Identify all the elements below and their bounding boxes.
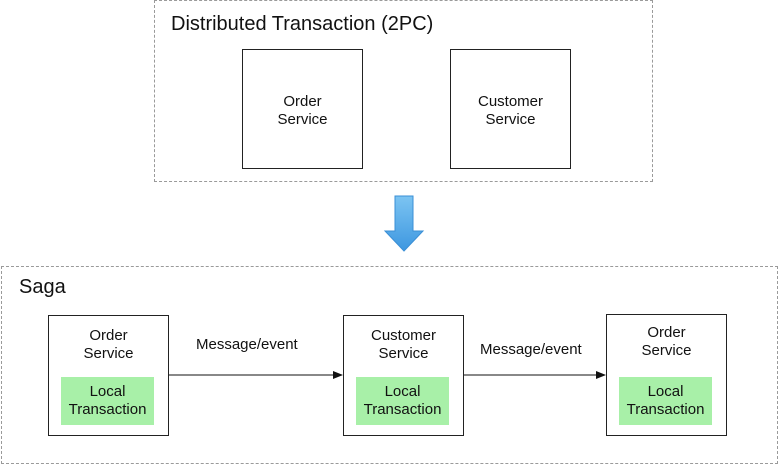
saga-order-service-label-2: Order Service xyxy=(641,324,692,359)
saga-customer-service-box: Customer Service Local Transaction xyxy=(343,315,464,436)
saga-order-service-label: Order Service xyxy=(83,327,134,362)
saga-customer-service-label: Customer Service xyxy=(370,327,437,362)
customer-service-box: Customer Service xyxy=(450,49,571,169)
distributed-transaction-title: Distributed Transaction (2PC) xyxy=(171,13,434,35)
saga-order-service-box: Order Service Local Transaction xyxy=(48,315,169,436)
order-service-box: Order Service xyxy=(242,49,363,169)
saga-order-service-box-2: Order Service Local Transaction xyxy=(606,314,727,436)
saga-title: Saga xyxy=(19,276,66,298)
edge-label-2: Message/event xyxy=(480,341,582,358)
customer-service-label: Customer Service xyxy=(477,93,544,128)
order-service-label: Order Service xyxy=(277,93,328,128)
local-transaction-1: Local Transaction xyxy=(61,377,154,425)
distributed-transaction-group: Distributed Transaction (2PC) Order Serv… xyxy=(154,0,653,182)
down-arrow-icon xyxy=(383,195,425,252)
local-transaction-3: Local Transaction xyxy=(619,377,712,425)
local-transaction-2: Local Transaction xyxy=(356,377,449,425)
edge-label-1: Message/event xyxy=(196,336,298,353)
saga-group: Saga xyxy=(1,266,778,464)
